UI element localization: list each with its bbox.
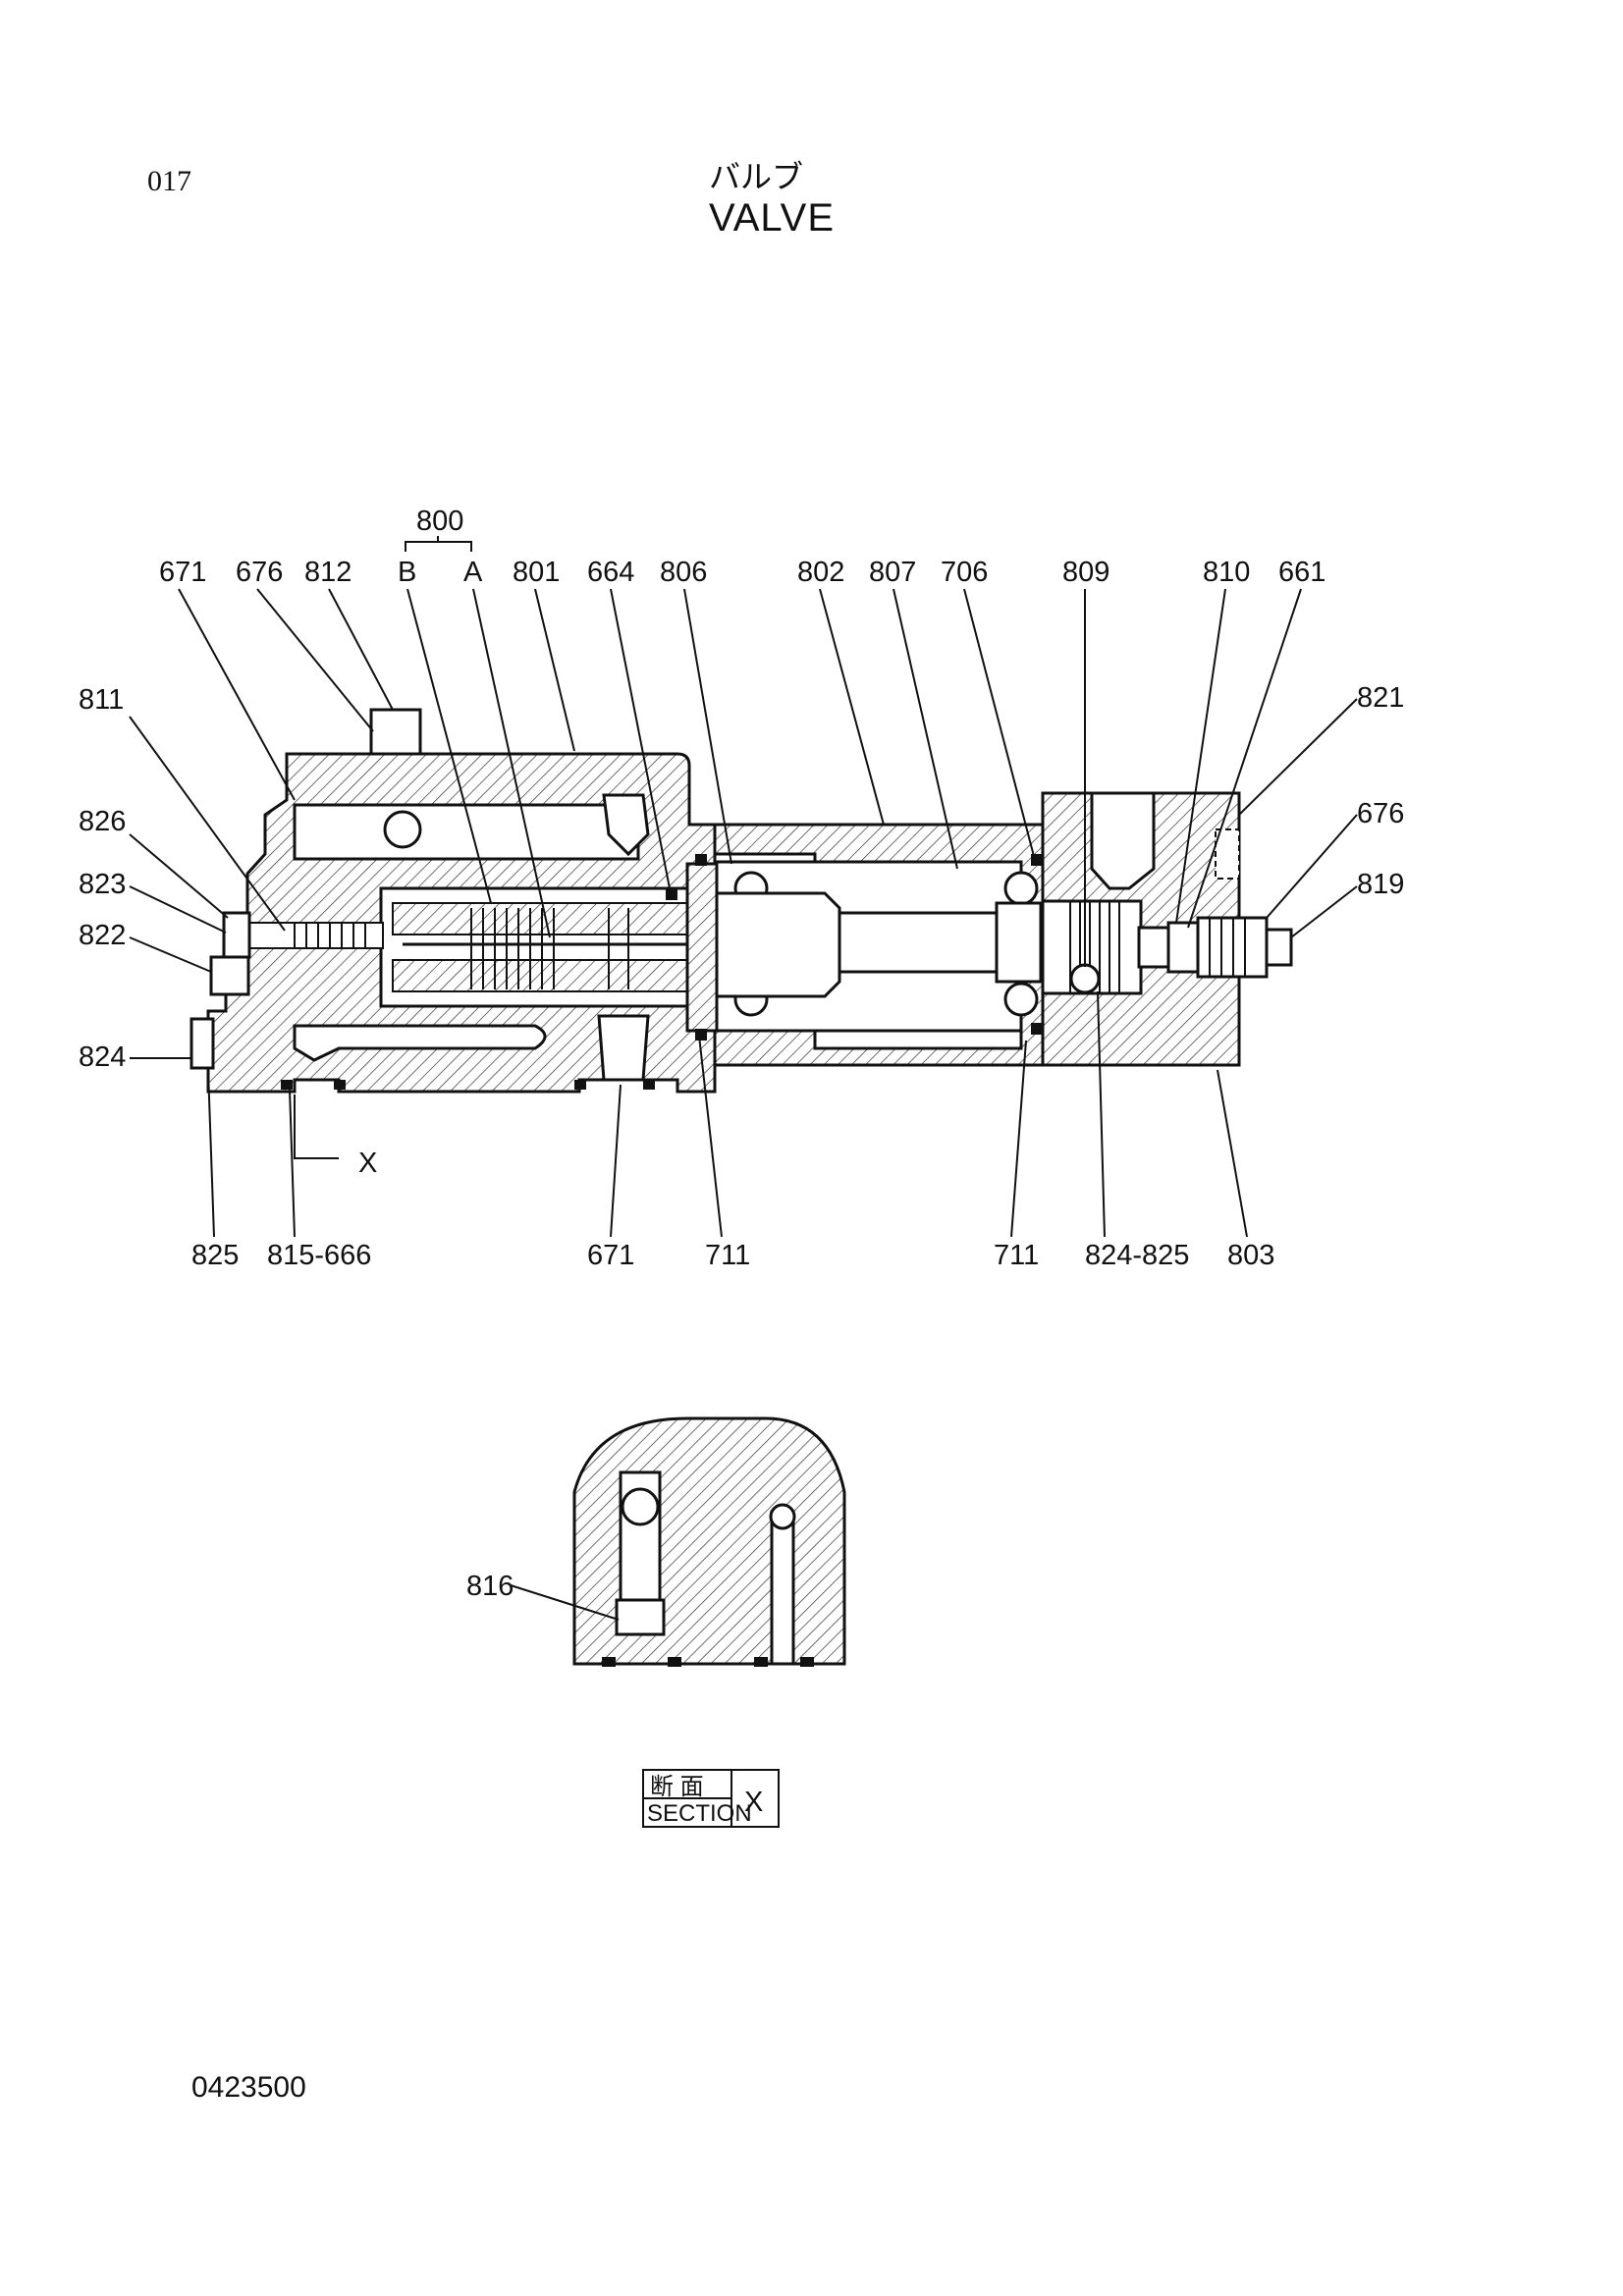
leader-lines bbox=[129, 588, 1358, 1238]
title-japanese: バルブ bbox=[709, 158, 804, 195]
page-title: VALVE bbox=[709, 196, 836, 240]
label-711-left: 711 bbox=[705, 1240, 750, 1271]
valve-body-right bbox=[1041, 791, 1293, 1067]
label-661: 661 bbox=[1278, 557, 1325, 588]
label-822: 822 bbox=[79, 920, 126, 951]
label-664: 664 bbox=[587, 557, 634, 588]
label-806: 806 bbox=[660, 557, 707, 588]
label-819: 819 bbox=[1357, 869, 1404, 900]
section-caption-en: SECTION bbox=[647, 1800, 752, 1827]
label-802: 802 bbox=[797, 557, 844, 588]
section-caption-jp: 断 面 bbox=[650, 1774, 704, 1800]
label-706: 706 bbox=[941, 557, 988, 588]
label-800: 800 bbox=[416, 506, 463, 537]
label-671-bottom: 671 bbox=[587, 1240, 634, 1271]
label-807: 807 bbox=[869, 557, 916, 588]
label-810: 810 bbox=[1203, 557, 1250, 588]
section-caption-letter: X bbox=[744, 1787, 763, 1818]
section-marker-x: X bbox=[358, 1148, 377, 1179]
valve-body-left bbox=[189, 708, 717, 1094]
document-code: 0423500 bbox=[191, 2071, 306, 2104]
label-824-left: 824 bbox=[79, 1041, 126, 1073]
label-816: 816 bbox=[466, 1571, 514, 1602]
label-803: 803 bbox=[1227, 1240, 1274, 1271]
label-821: 821 bbox=[1357, 682, 1404, 714]
label-826: 826 bbox=[79, 806, 126, 837]
label-823: 823 bbox=[79, 869, 126, 900]
label-815-666: 815-666 bbox=[267, 1240, 371, 1271]
label-676-right: 676 bbox=[1357, 798, 1404, 829]
cylinder-body-middle bbox=[685, 823, 1045, 1067]
label-676-top: 676 bbox=[236, 557, 283, 588]
label-671-top: 671 bbox=[159, 557, 206, 588]
label-809: 809 bbox=[1062, 557, 1109, 588]
page-number: 017 bbox=[147, 165, 191, 197]
section-x-view: 816 断 面 SECTION X bbox=[466, 1416, 846, 1828]
label-824-825: 824-825 bbox=[1085, 1240, 1189, 1271]
label-800-b: B bbox=[398, 557, 416, 588]
label-812: 812 bbox=[304, 557, 352, 588]
label-711-right: 711 bbox=[994, 1240, 1039, 1271]
label-800-a: A bbox=[463, 557, 483, 588]
callout-labels: 800 B A 671 676 812 801 664 806 802 807 … bbox=[79, 506, 1404, 1271]
label-825: 825 bbox=[191, 1240, 239, 1271]
label-811: 811 bbox=[79, 684, 124, 716]
label-801: 801 bbox=[513, 557, 560, 588]
